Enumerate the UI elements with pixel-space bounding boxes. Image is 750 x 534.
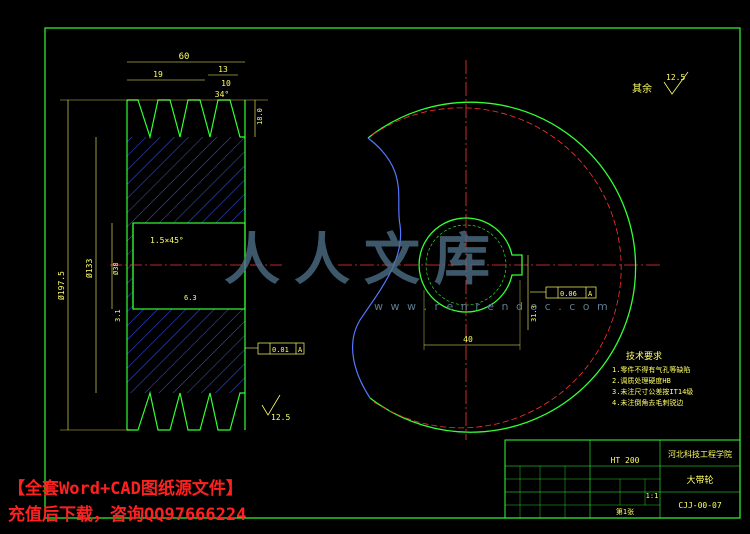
key-symmetry-frame <box>545 286 597 299</box>
dim-inner-roughness: 6.3 <box>184 294 197 302</box>
tech-req-item: 1.零件不得有气孔等缺陷 <box>612 365 690 374</box>
dim-keyway-width: 40 <box>463 335 473 344</box>
dim-outer-dia: Ø197.5 <box>56 271 66 300</box>
tech-requirements: 技术要求 1.零件不得有气孔等缺陷 2.调质处理硬度HB 3.未注尺寸公差按IT… <box>612 350 693 407</box>
key-symmetry-datum: A <box>588 290 593 298</box>
watermark-logo-text: 人人文库 <box>224 227 504 293</box>
title-sheet: 第1张 <box>616 507 634 516</box>
promo-banner-line2[interactable]: 充值后下载，咨询QQ97666224 <box>8 505 247 525</box>
title-scale: 1:1 <box>646 492 659 500</box>
bottom-roughness-symbol <box>261 394 281 416</box>
outer-rim-arc-red <box>371 107 622 429</box>
dim-hub-dia: Ø38 <box>112 262 120 275</box>
dim-groove-depth: 18.0 <box>256 108 264 125</box>
promo-banner-line1[interactable]: 【全套Word+CAD图纸源文件】 <box>8 479 243 499</box>
hub-bore-keyway <box>418 217 523 313</box>
dim-chamfer: 1.5×45° <box>150 236 184 245</box>
top-groove-profile <box>127 99 245 140</box>
dim-keyway-depth: 31.3 <box>530 305 538 322</box>
dim-groove-width: 13 <box>218 65 228 74</box>
title-part-name: 大带轮 <box>686 474 713 486</box>
runout-datum: A <box>298 346 303 354</box>
watermark-site-url: w w w . r e n r e n d o c . c o m <box>374 300 610 313</box>
tech-req-item: 4.未注倒角去毛刺锐边 <box>612 398 683 407</box>
title-school: 河北科技工程学院 <box>668 449 732 459</box>
dim-groove-angle: 34° <box>215 90 229 99</box>
break-line <box>352 137 402 399</box>
bottom-groove-profile <box>127 390 245 431</box>
tech-req-title: 技术要求 <box>626 350 662 362</box>
front-view: 40 31.3 0.06 A <box>338 60 660 440</box>
dim-bore-dia: Ø133 <box>84 259 94 278</box>
dim-groove-pitch: 19 <box>153 70 163 79</box>
runout-tolerance-frame <box>257 342 305 355</box>
dim-bore-left-mark: 3.1 <box>114 309 122 322</box>
section-view: 60 19 13 10 34° 18.0 Ø197.5 Ø133 Ø38 3.1… <box>56 52 305 431</box>
bore-region <box>132 222 246 310</box>
bottom-roughness-value: 12.5 <box>271 413 290 422</box>
hub-bore-center-ring <box>425 224 507 306</box>
title-material: HT 200 <box>611 456 640 465</box>
dim-groove-offset: 10 <box>221 79 231 88</box>
tech-req-item: 3.未注尺寸公差按IT14级 <box>612 387 693 396</box>
roughness-note-value: 12.5 <box>666 73 685 82</box>
title-drawing-no: CJJ-00-07 <box>678 501 722 510</box>
roughness-note-label: 其余 <box>632 82 652 95</box>
runout-value: 0.01 <box>272 346 289 354</box>
title-block: HT 200 河北科技工程学院 大带轮 CJJ-00-07 1:1 第1张 <box>504 439 741 519</box>
tech-req-item: 2.调质处理硬度HB <box>612 376 671 385</box>
drawing-frame <box>44 27 741 519</box>
dim-top-overall: 60 <box>179 52 190 62</box>
key-symmetry-value: 0.06 <box>560 290 577 298</box>
outer-rim-arc <box>367 101 637 433</box>
roughness-note-symbol <box>663 71 689 95</box>
